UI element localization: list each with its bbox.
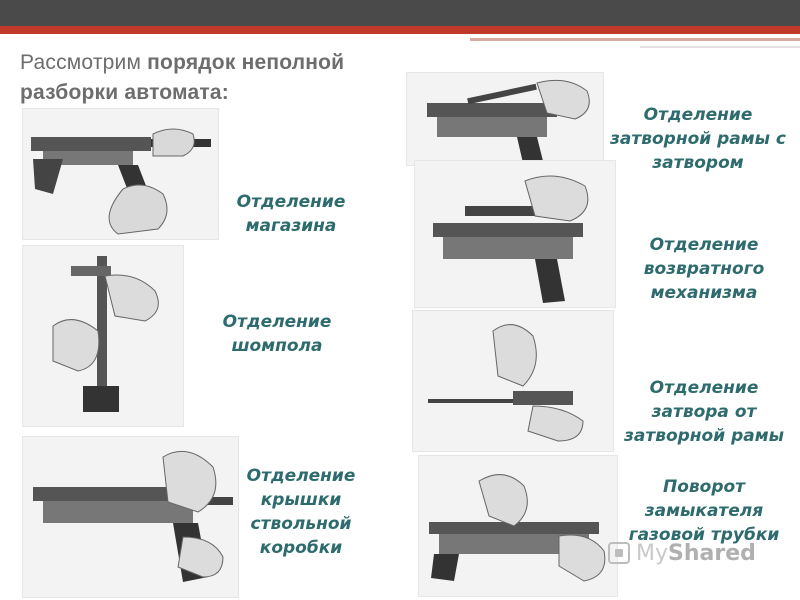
header-dark-bar bbox=[0, 0, 800, 26]
return-mechanism-illustration bbox=[433, 175, 589, 303]
watermark: MyShared bbox=[608, 536, 788, 570]
caption-gas-tube: Поворот замыкателя газовой трубки bbox=[628, 477, 780, 545]
photo-receiver-cover bbox=[22, 436, 239, 598]
caption-bolt-carrier: Отделение затворной рамы с затвором bbox=[610, 105, 786, 173]
title-bold: порядок неполной разборки автомата: bbox=[20, 51, 345, 104]
caption-return-mechanism: Отделение возвратного механизма bbox=[643, 235, 765, 303]
bolt-carrier-illustration bbox=[427, 79, 590, 163]
rifle-magazine-illustration bbox=[31, 128, 211, 235]
photo-bolt bbox=[412, 310, 614, 452]
photo-ramrod bbox=[22, 245, 184, 427]
photo-gas-tube bbox=[418, 455, 618, 597]
watermark-part1: My bbox=[636, 540, 669, 566]
photo-magazine bbox=[22, 108, 219, 240]
photo-bolt-carrier bbox=[406, 72, 604, 166]
header-accent-line bbox=[470, 38, 800, 41]
caption-ramrod: Отделение шомпола bbox=[222, 312, 332, 356]
gas-tube-illustration bbox=[429, 474, 606, 582]
header-accent-line-2 bbox=[640, 46, 800, 48]
myshared-logo-icon bbox=[608, 542, 630, 564]
caption-magazine: Отделение магазина bbox=[236, 192, 346, 236]
slide-title: Рассмотрим порядок неполной разборки авт… bbox=[20, 48, 400, 108]
bolt-illustration bbox=[428, 324, 584, 442]
title-plain: Рассмотрим bbox=[20, 51, 142, 74]
receiver-cover-illustration bbox=[33, 450, 233, 582]
ramrod-illustration bbox=[52, 256, 159, 412]
watermark-part2: Shared bbox=[668, 540, 756, 566]
caption-bolt: Отделение затвора от затворной рамы bbox=[624, 378, 784, 446]
caption-receiver-cover: Отделение крышки ствольной коробки bbox=[246, 466, 356, 558]
photo-return-mechanism bbox=[414, 160, 616, 308]
header-red-bar bbox=[0, 26, 800, 34]
watermark-text: MyShared bbox=[636, 541, 756, 566]
